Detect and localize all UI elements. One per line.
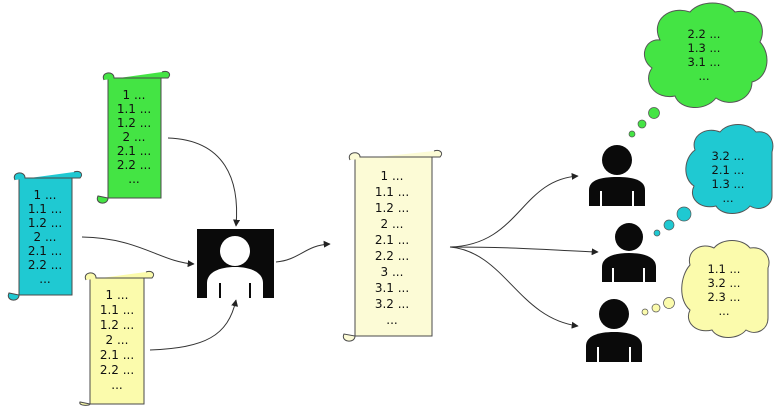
scroll-cyan-line: ... xyxy=(39,272,50,286)
merger-arm-gap-left xyxy=(219,283,221,298)
thought-bubble-green-line: 2.2 ... xyxy=(688,27,721,41)
scroll-green-line: 1.2 ... xyxy=(117,116,151,130)
edges xyxy=(81,137,599,351)
thought-bubble-yellow-line: ... xyxy=(719,304,730,318)
thought-bubble-cyan-cloud xyxy=(685,124,774,214)
scroll-cyan-bottom-curl xyxy=(7,292,20,301)
thought-bubble-green-line: 1.3 ... xyxy=(688,41,721,55)
person-icon xyxy=(589,145,645,206)
scroll-merged-line: ... xyxy=(386,313,397,327)
thought-bubble-yellow-cloud xyxy=(681,240,770,338)
scroll-yellow: 1 ... 1.1 ... 1.2 ... 2 ... 2.1 ... 2.2 … xyxy=(79,271,155,406)
scroll-merged-line: 1.2 ... xyxy=(375,201,409,215)
scroll-merged-line: 3.1 ... xyxy=(375,281,409,295)
scroll-cyan-top-curl xyxy=(13,171,83,181)
edge-scroll-to-reader-3 xyxy=(449,246,579,329)
scroll-cyan: 1 ... 1.1 ... 1.2 ... 2 ... 2.1 ... 2.2 … xyxy=(7,171,83,301)
thought-bubble-cyan: 3.2 ... 2.1 ... 1.3 ... ... xyxy=(685,124,774,214)
scroll-yellow-line: 1.2 ... xyxy=(100,318,134,332)
scroll-green-top-curl xyxy=(102,71,171,81)
merger-body xyxy=(207,267,263,298)
edge-scroll-to-reader-1 xyxy=(449,172,579,248)
scroll-green-line: 1.1 ... xyxy=(117,102,151,116)
thought-bubble-green-cloud xyxy=(643,2,768,108)
thought-trail-green xyxy=(628,107,660,138)
scroll-green: 1 ... 1.1 ... 1.2 ... 2 ... 2.1 ... 2.2 … xyxy=(96,71,171,204)
scroll-cyan-line: 2.2 ... xyxy=(28,258,62,272)
scroll-yellow-line: 2 ... xyxy=(106,333,129,347)
edge-scroll-to-reader-2 xyxy=(449,246,599,256)
thought-bubble-green-line: 3.1 ... xyxy=(688,55,721,69)
edge-merger-to-scroll xyxy=(275,240,331,263)
edge-green-to-merger xyxy=(167,137,241,227)
thought-bubble-green-line: ... xyxy=(699,69,710,83)
thought-bubble-yellow-line: 2.3 ... xyxy=(708,290,741,304)
scroll-merged-line: 2.2 ... xyxy=(375,249,409,263)
scroll-merged-line: 2 ... xyxy=(381,217,404,231)
person-icon xyxy=(602,223,656,282)
edge-cyan-to-merger xyxy=(81,236,195,268)
merger-arm-gap-right xyxy=(249,283,251,298)
thought-bubble-yellow-line: 1.1 ... xyxy=(708,262,741,276)
scroll-yellow-line: ... xyxy=(111,378,122,392)
scroll-green-line: 2.2 ... xyxy=(117,158,151,172)
thought-bubble-yellow-line: 3.2 ... xyxy=(708,276,741,290)
person-icon xyxy=(586,299,642,362)
scroll-yellow-line: 2.1 ... xyxy=(100,348,134,362)
scroll-yellow-line: 1 ... xyxy=(106,288,129,302)
thought-bubble-yellow: 1.1 ... 3.2 ... 2.3 ... ... xyxy=(681,240,770,338)
edge-yellow-to-merger xyxy=(149,299,239,351)
scroll-green-line: ... xyxy=(128,172,139,186)
scroll-merged-bottom-curl xyxy=(342,333,356,342)
scroll-cyan-line: 2.1 ... xyxy=(28,244,62,258)
thought-trail-yellow xyxy=(641,297,675,316)
person-in-box-icon xyxy=(197,229,274,298)
scroll-merged-line: 2.1 ... xyxy=(375,233,409,247)
scroll-green-line: 2.1 ... xyxy=(117,144,151,158)
scroll-merged-line: 1.1 ... xyxy=(375,185,409,199)
scroll-merged: 1 ... 1.1 ... 1.2 ... 2 ... 2.1 ... 2.2 … xyxy=(342,150,443,342)
thought-bubble-cyan-line: ... xyxy=(723,191,734,205)
scroll-merged-line: 3 ... xyxy=(381,265,404,279)
merger-head xyxy=(220,236,250,266)
thought-bubble-green: 2.2 ... 1.3 ... 3.1 ... ... xyxy=(643,2,768,108)
scroll-green-line: 2 ... xyxy=(123,130,146,144)
thought-bubble-cyan-line: 1.3 ... xyxy=(712,177,745,191)
scroll-merged-line: 1 ... xyxy=(381,169,404,183)
scroll-yellow-top-curl xyxy=(84,271,155,281)
scroll-yellow-line: 1.1 ... xyxy=(100,303,134,317)
scroll-yellow-bottom-curl xyxy=(79,401,91,406)
scroll-cyan-line: 1.2 ... xyxy=(28,216,62,230)
scroll-cyan-line: 1 ... xyxy=(34,188,57,202)
scroll-green-line: 1 ... xyxy=(123,88,146,102)
scroll-green-bottom-curl xyxy=(96,195,109,204)
scroll-merged-top-curl xyxy=(348,150,443,161)
scroll-yellow-line: 2.2 ... xyxy=(100,363,134,377)
scroll-cyan-line: 2 ... xyxy=(34,230,57,244)
thought-bubble-cyan-line: 3.2 ... xyxy=(712,149,745,163)
scroll-merged-line: 3.2 ... xyxy=(375,297,409,311)
thought-bubble-cyan-line: 2.1 ... xyxy=(712,163,745,177)
thought-trail-cyan xyxy=(653,206,692,237)
scroll-cyan-line: 1.1 ... xyxy=(28,202,62,216)
